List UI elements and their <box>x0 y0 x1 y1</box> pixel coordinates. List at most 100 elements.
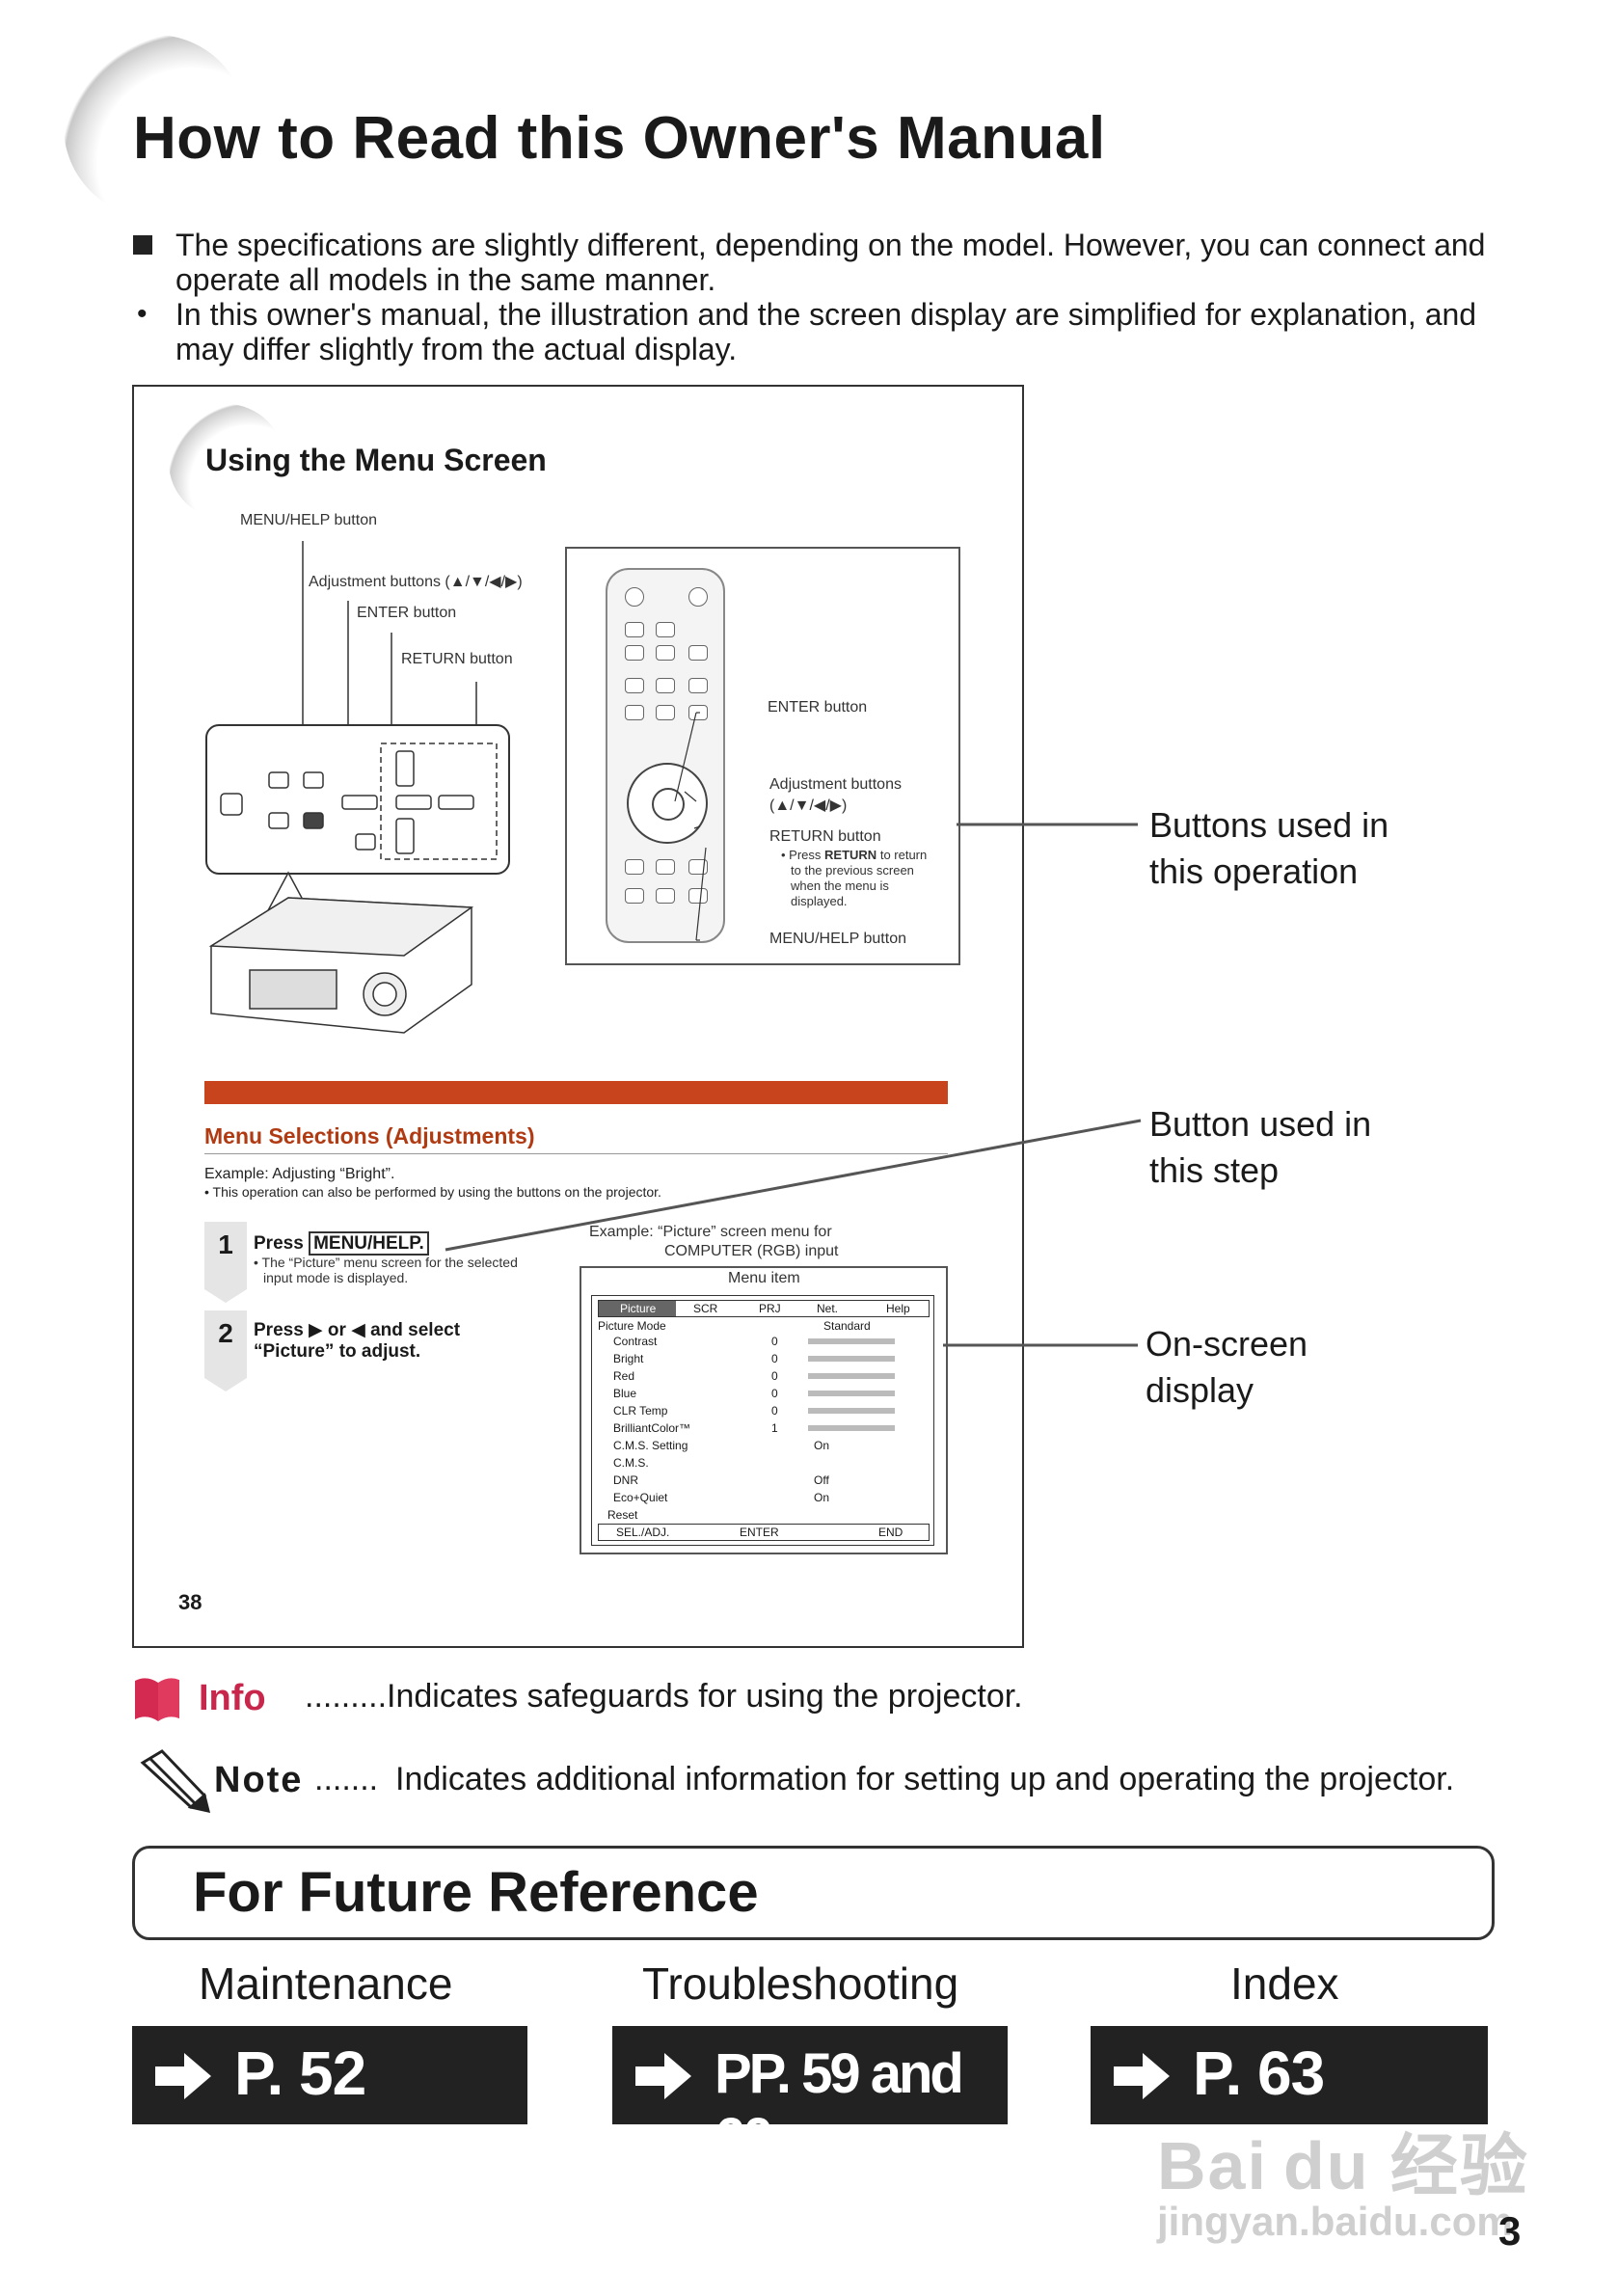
divider <box>204 1153 948 1154</box>
osd-row-value: 0 <box>771 1369 778 1383</box>
osd-tab-prj: PRJ <box>759 1302 781 1315</box>
remote-label-adjust: Adjustment buttons <box>769 776 902 793</box>
osd-row-label: Contrast <box>613 1335 658 1348</box>
osd-row-label: Bright <box>613 1352 644 1365</box>
section-heading: Menu Selections (Adjustments) <box>204 1123 535 1148</box>
note-title: Note <box>214 1760 304 1800</box>
page-number: 3 <box>1498 2208 1522 2254</box>
decorative-arc <box>169 404 284 520</box>
osd-row-label: C.M.S. <box>613 1456 649 1470</box>
sample-title: Using the Menu Screen <box>205 443 547 477</box>
osd-illustration: Menu item Picture SCR PRJ Net. Help Pict… <box>580 1266 948 1554</box>
osd-footer: SEL./ADJ. ENTER END <box>598 1524 930 1541</box>
callout-lines <box>445 823 1142 1347</box>
example-text: Example: Adjusting “Bright”. • This oper… <box>204 1166 661 1201</box>
osd-slider <box>808 1373 895 1379</box>
menu-item-label: Menu item <box>728 1270 800 1286</box>
control-panel-icon <box>220 743 498 860</box>
section-bar <box>204 1081 948 1104</box>
intro-text: The specifications are slightly differen… <box>175 228 1486 297</box>
future-reference-title: For Future Reference <box>193 1861 759 1924</box>
step-marker: 2 <box>204 1310 247 1391</box>
return-note: when the menu is <box>791 878 889 893</box>
osd-row-value: 1 <box>771 1421 778 1435</box>
osd-row-label: C.M.S. Setting <box>613 1439 688 1452</box>
intro-list: The specifications are slightly differen… <box>133 228 1502 366</box>
osd-row-label: Blue <box>613 1387 637 1400</box>
square-bullet-icon <box>133 235 152 255</box>
osd-row-value: On <box>814 1491 830 1504</box>
osd-tab-bar: Picture SCR PRJ Net. Help <box>598 1300 930 1317</box>
info-text: .........Indicates safeguards for using … <box>305 1678 1023 1715</box>
label-adjust: Adjustment buttons (▲/▼/◀/▶) <box>309 574 523 590</box>
osd-caption: COMPUTER (RGB) input <box>664 1243 839 1259</box>
label-enter: ENTER button <box>357 605 457 621</box>
osd-tab-help: Help <box>886 1302 910 1315</box>
remote-label-menu-help: MENU/HELP button <box>769 931 906 947</box>
example-title: Example: Adjusting “Bright”. <box>204 1166 395 1182</box>
arrow-right-icon <box>635 2053 691 2099</box>
sample-page-number: 38 <box>178 1590 202 1614</box>
osd-row-value: 0 <box>771 1404 778 1418</box>
return-note: displayed. <box>791 894 848 908</box>
remote-illustration: ENTER button Adjustment buttons (▲/▼/◀/▶… <box>565 547 960 965</box>
note-dots: ....... <box>314 1761 379 1797</box>
watermark-url: jingyan.baidu.com <box>1157 2199 1513 2244</box>
ref-label-maintenance: Maintenance <box>199 1958 453 2009</box>
page-title: How to Read this Owner's Manual <box>133 105 1106 172</box>
osd-row-label: Eco+Quiet <box>613 1491 668 1504</box>
osd-row-value: 0 <box>771 1387 778 1400</box>
step-text: Press MENU/HELP. • The “Picture” menu sc… <box>254 1231 518 1285</box>
label-return: RETURN button <box>401 651 513 667</box>
projector-icon <box>208 871 474 1034</box>
osd-slider <box>808 1425 895 1431</box>
ref-link-troubleshooting[interactable]: PP. 59 and 60 <box>612 2026 1008 2170</box>
osd-row-value: Off <box>814 1473 829 1487</box>
osd-slider <box>808 1408 895 1414</box>
control-panel-illustration <box>205 724 510 875</box>
remote-leader-lines <box>674 712 707 941</box>
note-text: Indicates additional information for set… <box>395 1761 1455 1797</box>
arrow-right-icon <box>155 2053 211 2099</box>
osd-mode-value: Standard <box>823 1319 871 1333</box>
watermark-logo: Bai du 经验 <box>1157 2128 1529 2203</box>
remote-label-adjust-arrows: (▲/▼/◀/▶) <box>769 797 848 814</box>
osd-tab-net: Net. <box>817 1302 839 1315</box>
ref-link-index[interactable]: P. 63 <box>1091 2026 1488 2124</box>
ref-label-troubleshooting: Troubleshooting <box>642 1958 959 2009</box>
intro-text: In this owner's manual, the illustration… <box>175 297 1477 366</box>
intro-item: The specifications are slightly differen… <box>133 228 1502 297</box>
osd-reset: Reset <box>607 1508 638 1522</box>
osd-row-label: DNR <box>613 1473 638 1487</box>
decorative-arc <box>64 35 247 218</box>
osd-row-label: CLR Temp <box>613 1404 668 1418</box>
future-reference-box: For Future Reference <box>132 1846 1495 1940</box>
osd-mode-label: Picture Mode <box>598 1319 666 1333</box>
osd-row-label: BrilliantColor™ <box>613 1421 691 1435</box>
return-note: • Press RETURN to return <box>781 848 928 862</box>
arrow-right-icon <box>1114 2053 1170 2099</box>
osd-row-value: 0 <box>771 1335 778 1348</box>
remote-label-return: RETURN button <box>769 828 881 845</box>
info-title: Info <box>199 1678 266 1718</box>
dpad-icon <box>627 763 708 844</box>
ref-link-maintenance[interactable]: P. 52 <box>132 2026 527 2124</box>
bullet-icon: • <box>137 298 148 330</box>
osd-row-value: 0 <box>771 1352 778 1365</box>
return-note: to the previous screen <box>791 863 914 878</box>
intro-item: • In this owner's manual, the illustrati… <box>133 297 1502 366</box>
osd-slider <box>808 1391 895 1396</box>
osd-row-value: On <box>814 1439 830 1452</box>
remote-control-icon <box>606 568 725 943</box>
remote-label-enter: ENTER button <box>768 699 868 716</box>
osd-caption: Example: “Picture” screen menu for <box>589 1224 832 1240</box>
osd-slider <box>808 1338 895 1344</box>
osd-slider <box>808 1356 895 1362</box>
ref-label-index: Index <box>1230 1958 1339 2009</box>
osd-tab-picture: Picture <box>620 1302 657 1315</box>
osd-tab-scr: SCR <box>693 1302 718 1315</box>
note-pencil-icon <box>140 1749 210 1813</box>
